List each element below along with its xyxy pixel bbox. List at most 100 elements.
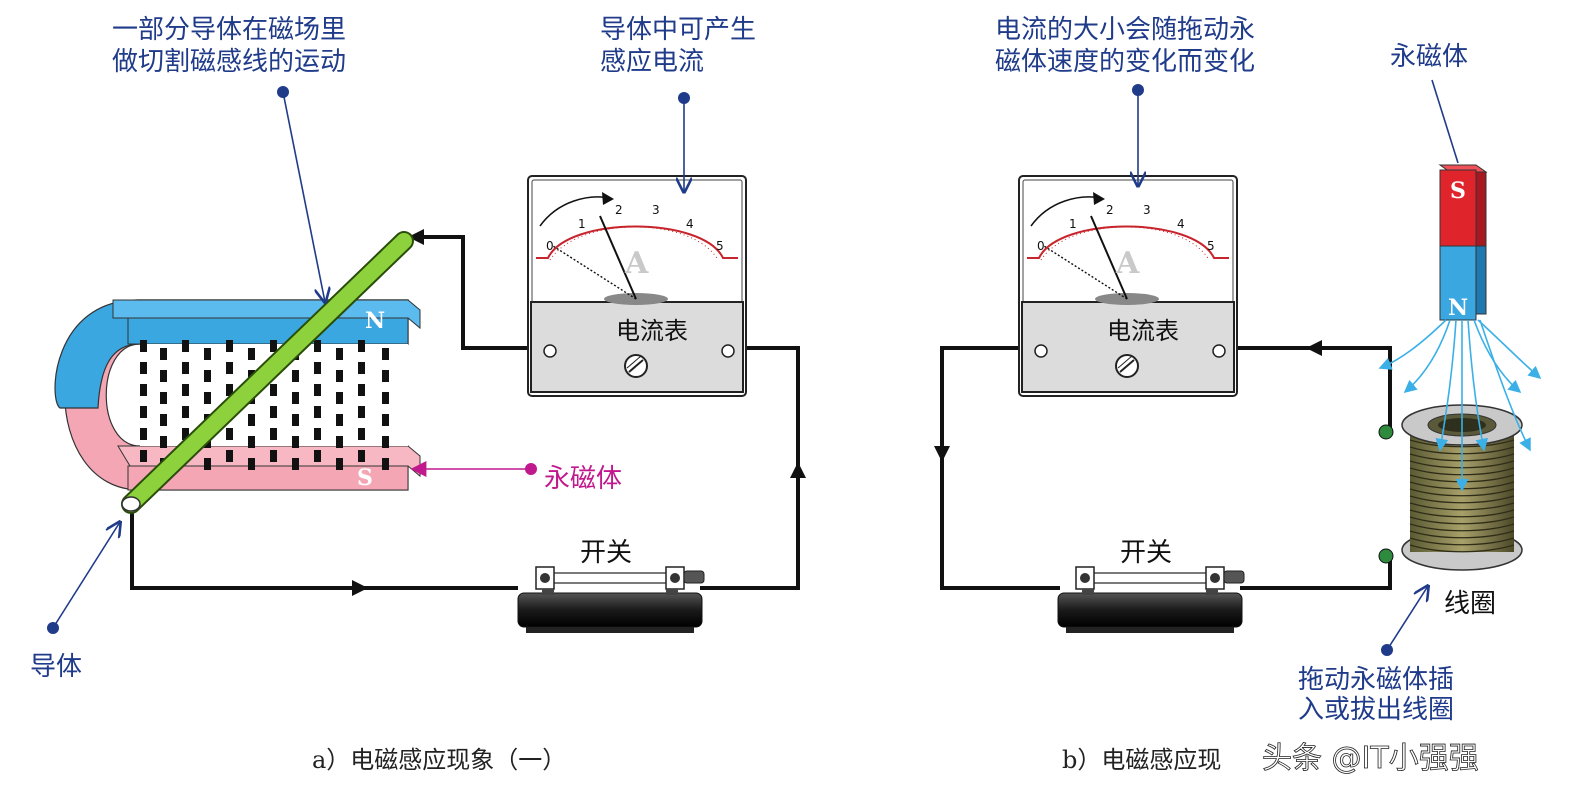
label-speed-line2: 磁体速度的变化而变化 <box>995 47 1255 77</box>
coil-winding <box>1409 530 1515 539</box>
field-dash <box>270 450 277 462</box>
coil-winding <box>1409 488 1515 497</box>
field-dash <box>182 428 189 440</box>
switch-label-b: 开关 <box>1120 538 1172 568</box>
field-dash <box>160 436 167 448</box>
current-arrow-b2 <box>1306 340 1322 356</box>
field-dash <box>358 362 365 374</box>
label-current-line2: 感应电流 <box>600 47 704 77</box>
field-dash <box>314 428 321 440</box>
field-dash <box>226 362 233 374</box>
caption-a: a）电磁感应现象（一） <box>312 746 566 774</box>
field-dash <box>336 436 343 448</box>
pole-label-n-a: N <box>365 308 385 334</box>
switch-a <box>517 566 705 633</box>
current-arrow-a2 <box>790 462 806 478</box>
callout-line-insert <box>1386 586 1428 651</box>
pole-label-n-b: N <box>1448 295 1468 321</box>
field-dash <box>248 458 255 470</box>
label-magnet-a: 永磁体 <box>544 464 622 494</box>
field-dash <box>382 458 389 470</box>
field-dash <box>140 340 147 352</box>
field-dash <box>270 428 277 440</box>
callout-line-conductor <box>52 522 120 629</box>
watermark: 头条 @IT小强强 <box>1262 741 1479 776</box>
field-dash <box>314 450 321 462</box>
label-conductor: 导体 <box>30 652 82 682</box>
field-dash <box>248 348 255 360</box>
field-dash <box>248 414 255 426</box>
bar-magnet <box>1438 164 1488 321</box>
field-dash <box>292 458 299 470</box>
switch-b <box>1057 566 1245 633</box>
field-dash <box>336 370 343 382</box>
coil-winding <box>1409 509 1515 518</box>
field-dash <box>314 362 321 374</box>
field-dash <box>160 392 167 404</box>
caption-b: b）电磁感应现 <box>1062 746 1221 774</box>
label-cutting-line2: 做切割磁感线的运动 <box>112 47 346 77</box>
field-dash <box>314 406 321 418</box>
field-dash <box>204 458 211 470</box>
field-dash <box>182 362 189 374</box>
meter-tick-2: 2 <box>615 203 623 217</box>
label-insert-line1: 拖动永磁体插 <box>1298 665 1454 695</box>
current-arrow-a3 <box>352 580 368 596</box>
switch-label-a: 开关 <box>580 538 632 568</box>
field-dash <box>226 384 233 396</box>
meter-tick-2-b: 2 <box>1106 203 1114 217</box>
label-current-line1: 导体中可产生 <box>600 15 756 45</box>
meter-unit-a: A <box>624 246 649 281</box>
field-dash <box>292 414 299 426</box>
coil-winding <box>1409 537 1515 546</box>
field-dash <box>140 362 147 374</box>
callout-line-cutting <box>282 91 325 302</box>
field-dash <box>292 370 299 382</box>
label-coil: 线圈 <box>1444 589 1496 619</box>
field-dash <box>140 384 147 396</box>
field-dash <box>358 428 365 440</box>
field-lines-b <box>1378 319 1542 492</box>
ammeter-b: 0 1 2 3 4 5 A 电流表 <box>1018 175 1238 397</box>
field-dash <box>226 428 233 440</box>
field-dash <box>204 370 211 382</box>
meter-unit-b: A <box>1115 246 1140 281</box>
field-dash <box>382 392 389 404</box>
field-dash <box>270 384 277 396</box>
field-dash <box>336 414 343 426</box>
meter-tick-5-b: 5 <box>1207 239 1215 253</box>
field-dash <box>140 428 147 440</box>
label-insert-line2: 入或拔出线圈 <box>1298 695 1454 725</box>
field-dash <box>382 370 389 382</box>
meter-name-a: 电流表 <box>616 317 688 345</box>
meter-tick-5: 5 <box>716 239 724 253</box>
field-dash <box>182 406 189 418</box>
field-dash <box>204 392 211 404</box>
current-arrow-b1 <box>934 446 950 462</box>
current-arrow-a1 <box>408 229 424 245</box>
field-dash <box>182 384 189 396</box>
field-dash <box>358 406 365 418</box>
field-dash <box>382 348 389 360</box>
meter-tick-1: 1 <box>578 217 586 231</box>
coil-winding <box>1409 544 1515 553</box>
field-dash <box>358 384 365 396</box>
field-dash <box>292 436 299 448</box>
meter-tick-3: 3 <box>652 203 660 217</box>
field-dash <box>292 392 299 404</box>
field-dash <box>336 348 343 360</box>
field-dash <box>226 340 233 352</box>
field-dash <box>314 340 321 352</box>
field-dash <box>160 348 167 360</box>
panel-a: N S 0 1 2 3 4 5 A 电 <box>30 15 806 774</box>
ammeter-a: 0 1 2 3 4 5 A 电流表 <box>527 175 747 397</box>
meter-tick-4: 4 <box>686 217 694 231</box>
coil-winding <box>1409 495 1515 504</box>
field-dash <box>336 392 343 404</box>
field-dash <box>140 406 147 418</box>
field-dash <box>248 436 255 448</box>
field-dash <box>160 414 167 426</box>
label-magnet-b: 永磁体 <box>1390 42 1468 72</box>
field-dash <box>270 340 277 352</box>
